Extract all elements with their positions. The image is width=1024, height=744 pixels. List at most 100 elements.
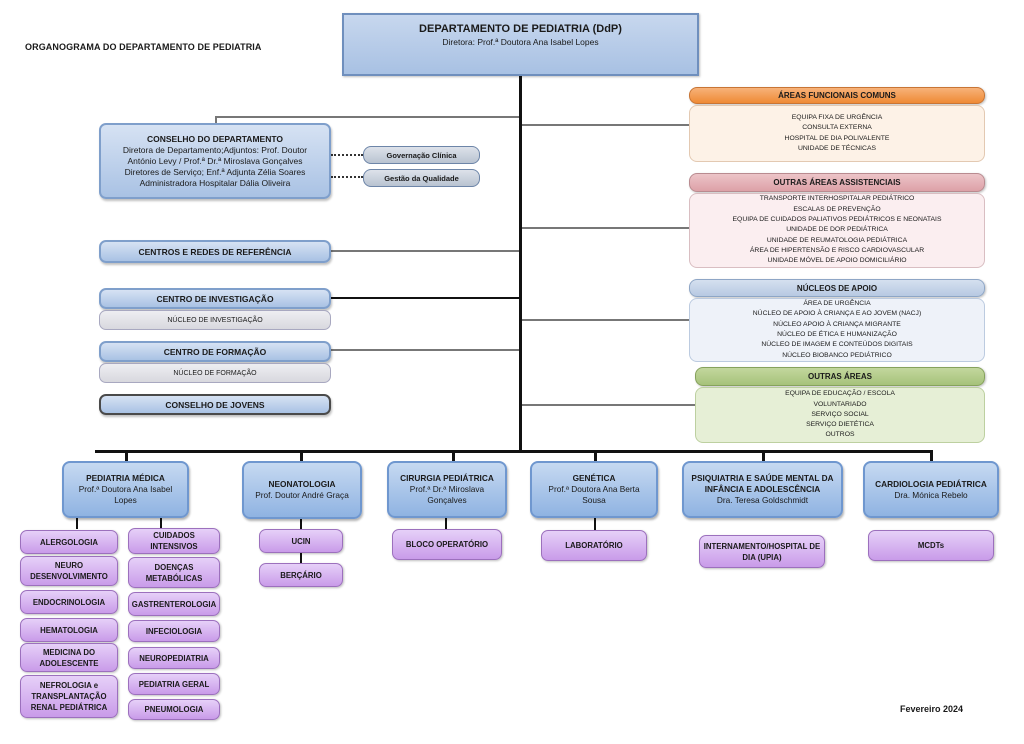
centros-redes-box[interactable]: CENTROS E REDES DE REFERÊNCIA [99, 240, 331, 263]
outras-assistenciais-list: TRANSPORTE INTERHOSPITALAR PEDIÁTRICO ES… [689, 193, 985, 268]
unit-doencas-metabolicas[interactable]: DOENÇAS METABÓLICAS [128, 557, 220, 588]
unit-laboratorio[interactable]: LABORATÓRIO [541, 530, 647, 561]
governacao-clinica-pill[interactable]: Governação Clínica [363, 146, 480, 164]
drop-genetica [594, 450, 597, 462]
conselho-departamento-box[interactable]: CONSELHO DO DEPARTAMENTO Diretora de Dep… [99, 123, 331, 199]
service-neonatologia[interactable]: NEONATOLOGIA Prof. Doutor André Graça [242, 461, 362, 519]
unit-pediatria-geral[interactable]: PEDIATRIA GERAL [128, 673, 220, 695]
unit-nefrologia[interactable]: NEFROLOGIA e TRANSPLANTAÇÃO RENAL PEDIÁT… [20, 675, 118, 718]
list-item: ESCALAS DE PREVENÇÃO [793, 205, 881, 213]
unit-infeciologia[interactable]: INFECIOLOGIA [128, 620, 220, 642]
nucleo-formacao-box[interactable]: NÚCLEO DE FORMAÇÃO [99, 363, 331, 383]
page-title: ORGANOGRAMA DO DEPARTAMENTO DE PEDIATRIA [25, 42, 262, 52]
drop-cirurgia [452, 450, 455, 462]
service-head: Prof.ª Doutora Ana Isabel Lopes [78, 484, 173, 505]
link-ucin-bercario [300, 552, 302, 564]
areas-funcionais-header[interactable]: ÁREAS FUNCIONAIS COMUNS [689, 87, 985, 104]
areas-funcionais-list: EQUIPA FIXA DE URGÊNCIA CONSULTA EXTERNA… [689, 105, 985, 162]
outras-areas-list: EQUIPA DE EDUCAÇÃO / ESCOLA VOLUNTARIADO… [695, 387, 985, 443]
link-cir-bloco [445, 518, 447, 530]
link-neo-ucin [300, 519, 302, 529]
unit-bercario[interactable]: BERÇÁRIO [259, 563, 343, 587]
unit-bloco-operatorio[interactable]: BLOCO OPERATÓRIO [392, 529, 502, 560]
nucleo-investigacao-box[interactable]: NÚCLEO DE INVESTIGAÇÃO [99, 310, 331, 330]
link-pm-left [76, 517, 78, 529]
unit-cuidados-intensivos[interactable]: CUIDADOS INTENSIVOS [128, 528, 220, 554]
nucleos-apoio-header[interactable]: NÚCLEOS DE APOIO [689, 279, 985, 297]
outras-areas-header[interactable]: OUTRAS ÁREAS [695, 367, 985, 386]
branch-outras-areas [522, 404, 695, 406]
unit-hematologia[interactable]: HEMATOLOGIA [20, 618, 118, 642]
list-item: NÚCLEO DE IMAGEM E CONTEÚDOS DIGITAIS [761, 341, 913, 349]
department-director: Diretora: Prof.ª Doutora Ana Isabel Lope… [442, 37, 599, 47]
list-item: ÁREA DE URGÊNCIA [803, 300, 871, 308]
unit-mcdts[interactable]: MCDTs [868, 530, 994, 561]
unit-gastrenterologia[interactable]: GASTRENTEROLOGIA [128, 592, 220, 616]
service-title: PEDIATRIA MÉDICA [86, 473, 165, 483]
unit-ucin[interactable]: UCIN [259, 529, 343, 553]
footer-date: Fevereiro 2024 [900, 704, 964, 714]
list-item: OUTROS [825, 431, 855, 439]
list-item: UNIDADE DE REUMATOLOGIA PEDIÁTRICA [766, 236, 908, 244]
service-genetica[interactable]: GENÉTICA Prof.ª Doutora Ana Berta Sousa [530, 461, 658, 518]
centro-investigacao-label: CENTRO DE INVESTIGAÇÃO [156, 293, 274, 304]
conselho-line: Administradora Hospitalar Dália Oliveira [139, 177, 291, 188]
service-psiquiatria[interactable]: PSIQUIATRIA E SAÚDE MENTAL DA INFÂNCIA E… [682, 461, 843, 518]
centro-formacao-box[interactable]: CENTRO DE FORMAÇÃO [99, 341, 331, 362]
unit-pneumologia[interactable]: PNEUMOLOGIA [128, 699, 220, 720]
department-root-box[interactable]: DEPARTAMENTO DE PEDIATRIA (DdP) Diretora… [342, 13, 699, 76]
list-item: UNIDADE DE DOR PEDIÁTRICA [786, 226, 888, 234]
unit-alergologia[interactable]: ALERGOLOGIA [20, 530, 118, 554]
centro-investigacao-box[interactable]: CENTRO DE INVESTIGAÇÃO [99, 288, 331, 309]
branch-outras-assistenciais [522, 227, 689, 229]
service-title: GENÉTICA [572, 473, 616, 483]
service-head: Prof.ª Dr.ª Miroslava Gonçalves [409, 484, 485, 505]
branch-conselho [215, 116, 519, 118]
unit-endocrinologia[interactable]: ENDOCRINOLOGIA [20, 590, 118, 614]
service-title: CIRURGIA PEDIÁTRICA [400, 473, 494, 483]
service-title: CARDIOLOGIA PEDIÁTRICA [875, 478, 987, 489]
department-title: DEPARTAMENTO DE PEDIATRIA (DdP) [419, 23, 622, 35]
unit-medicina-adolescente[interactable]: MEDICINA DO ADOLESCENTE [20, 643, 118, 672]
service-head: Dra. Mónica Rebelo [894, 489, 968, 500]
dotted-link-qualidade [331, 176, 363, 178]
services-bus-line [95, 450, 933, 453]
branch-centro-formacao [330, 349, 519, 351]
nucleos-apoio-list: ÁREA DE URGÊNCIA NÚCLEO DE APOIO À CRIAN… [689, 298, 985, 362]
list-item: HOSPITAL DE DIA POLIVALENTE [784, 134, 890, 142]
conselho-line: António Levy / Prof.ª Dr.ª Miroslava Gon… [127, 155, 303, 166]
service-cirurgia-pediatrica[interactable]: CIRURGIA PEDIÁTRICA Prof.ª Dr.ª Miroslav… [387, 461, 507, 518]
service-title: PSIQUIATRIA E SAÚDE MENTAL DA INFÂNCIA E… [691, 473, 834, 494]
conselho-line: Diretores de Serviço; Enf.ª Adjunta Zéli… [124, 166, 306, 177]
service-title: NEONATOLOGIA [268, 479, 336, 489]
drop-cardiologia [930, 450, 933, 462]
gestao-qualidade-pill[interactable]: Gestão da Qualidade [363, 169, 480, 187]
branch-centro-investigacao [330, 297, 519, 299]
conselho-jovens-label: CONSELHO DE JOVENS [165, 399, 265, 410]
centros-redes-label: CENTROS E REDES DE REFERÊNCIA [138, 246, 292, 257]
branch-areas-funcionais [522, 124, 689, 126]
branch-nucleos-apoio [522, 319, 689, 321]
list-item: UNIDADE MÓVEL DE APOIO DOMICILIÁRIO [767, 257, 907, 265]
unit-neuropediatria[interactable]: NEUROPEDIATRIA [128, 647, 220, 669]
branch-conselho-vertical [215, 116, 217, 124]
list-item: EQUIPA DE CUIDADOS PALIATIVOS PEDIÁTRICO… [732, 216, 942, 224]
list-item: SERVIÇO SOCIAL [811, 410, 869, 418]
list-item: NÚCLEO BIOBANCO PEDIÁTRICO [782, 351, 892, 359]
list-item: EQUIPA FIXA DE URGÊNCIA [791, 113, 883, 121]
drop-psiquiatria [762, 450, 765, 462]
link-gen-lab [594, 518, 596, 530]
conselho-title: CONSELHO DO DEPARTAMENTO [146, 133, 283, 144]
service-pediatria-medica[interactable]: PEDIATRIA MÉDICA Prof.ª Doutora Ana Isab… [62, 461, 189, 518]
unit-neuro-desenvolvimento[interactable]: NEURO DESENVOLVIMENTO [20, 556, 118, 586]
conselho-line: Diretora de Departamento;Adjuntos: Prof.… [122, 144, 308, 155]
dotted-link-governacao [331, 154, 363, 156]
service-head: Prof.ª Doutora Ana Berta Sousa [548, 484, 640, 505]
outras-assistenciais-header[interactable]: OUTRAS ÁREAS ASSISTENCIAIS [689, 173, 985, 192]
list-item: TRANSPORTE INTERHOSPITALAR PEDIÁTRICO [759, 195, 915, 203]
service-head: Dra. Teresa Goldschmidt [716, 495, 809, 505]
conselho-jovens-box[interactable]: CONSELHO DE JOVENS [99, 394, 331, 415]
list-item: UNIDADE DE TÉCNICAS [797, 144, 877, 152]
unit-internamento-upia[interactable]: INTERNAMENTO/HOSPITAL DE DIA (UPIA) [699, 535, 825, 568]
service-cardiologia[interactable]: CARDIOLOGIA PEDIÁTRICA Dra. Mónica Rebel… [863, 461, 999, 518]
